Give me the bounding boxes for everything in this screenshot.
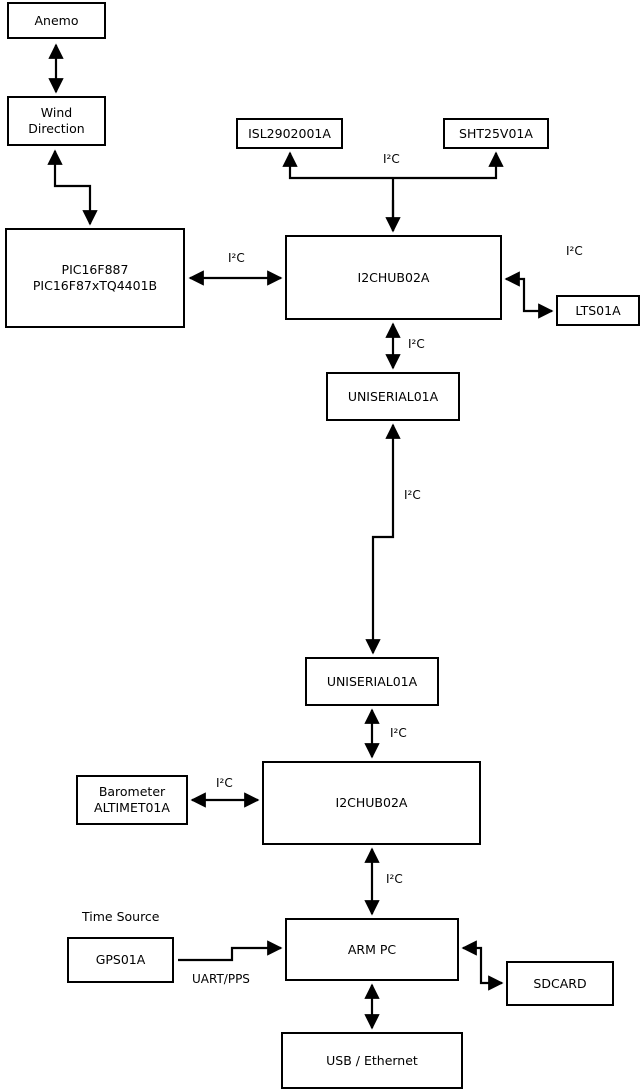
node-i2chub02a-bottom[interactable]: I2CHUB02A (262, 761, 481, 845)
edge-label-i2c-hub-uniser: I²C (408, 337, 425, 351)
node-usb-ethernet-label: USB / Ethernet (326, 1052, 418, 1068)
wire-bus-sht (393, 151, 504, 180)
node-gps01a[interactable]: GPS01A (67, 937, 174, 983)
edge-label-i2c-top-bus: I²C (383, 152, 400, 166)
node-uniserial01a-top[interactable]: UNISERIAL01A (326, 372, 460, 421)
node-sht25v01a[interactable]: SHT25V01A (443, 118, 549, 149)
edge-label-i2c-hub-lts: I²C (566, 244, 583, 258)
wire-armpc-sdcard (461, 940, 504, 991)
wire-winddirection-pic (47, 149, 98, 226)
node-isl2902001a-label: ISL2902001A (248, 125, 331, 141)
node-sdcard-label: SDCARD (533, 975, 587, 991)
node-sdcard[interactable]: SDCARD (506, 961, 614, 1006)
node-pic-microcontroller-label: PIC16F887 PIC16F87xTQ4401B (32, 262, 158, 293)
node-usb-ethernet[interactable]: USB / Ethernet (281, 1032, 463, 1089)
node-sht25v01a-label: SHT25V01A (459, 125, 533, 141)
node-i2chub02a-top-label: I2CHUB02A (357, 269, 430, 285)
edge-label-i2c-uniser-hub2: I²C (390, 726, 407, 740)
node-anemo[interactable]: Anemo (7, 2, 106, 39)
node-arm-pc-label: ARM PC (347, 941, 397, 957)
node-barometer[interactable]: Barometer ALTIMET01A (76, 775, 188, 825)
edge-label-i2c-pic-hub: I²C (228, 251, 245, 265)
node-isl2902001a[interactable]: ISL2902001A (236, 118, 343, 149)
wire-hubtop-lts (504, 271, 554, 319)
node-i2chub02a-top[interactable]: I2CHUB02A (285, 235, 502, 320)
node-pic-microcontroller[interactable]: PIC16F887 PIC16F87xTQ4401B (5, 228, 185, 328)
edge-label-i2c-long-link: I²C (404, 488, 421, 502)
edge-label-uart-pps: UART/PPS (192, 972, 250, 986)
node-gps01a-label: GPS01A (95, 952, 146, 968)
wire-gps-armpc (178, 940, 283, 962)
node-lts01a-label: LTS01A (575, 302, 621, 318)
node-wind-direction[interactable]: Wind Direction (7, 96, 106, 146)
node-uniserial01a-bottom-label: UNISERIAL01A (326, 673, 418, 689)
edge-label-i2c-barometer: I²C (216, 776, 233, 790)
node-i2chub02a-bottom-label: I2CHUB02A (335, 795, 408, 811)
edge-label-i2c-hub2-arm: I²C (386, 872, 403, 886)
node-lts01a[interactable]: LTS01A (556, 295, 640, 326)
node-barometer-label: Barometer ALTIMET01A (94, 784, 170, 815)
wire-uniserial-longlink (365, 423, 401, 655)
node-arm-pc[interactable]: ARM PC (285, 918, 459, 981)
free-label-time-source: Time Source (82, 909, 160, 924)
node-uniserial01a-top-label: UNISERIAL01A (347, 388, 439, 404)
node-wind-direction-label: Wind Direction (28, 105, 85, 136)
wire-bus-isl (282, 151, 393, 180)
node-anemo-label: Anemo (34, 12, 79, 28)
node-uniserial01a-bottom[interactable]: UNISERIAL01A (305, 657, 439, 706)
